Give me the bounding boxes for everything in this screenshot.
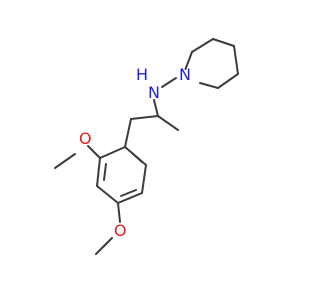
bond-ring-c3-c4 (117, 192, 143, 204)
bond-ring-c4-c5 (96, 185, 119, 204)
bond-ch2-ring (124, 118, 132, 148)
bond-ring-c2-c3 (141, 164, 147, 194)
bond-ring-double-3 (103, 163, 107, 181)
bond-ring-para-o (117, 202, 121, 223)
molecule-diagram: N N H O O (54, 38, 239, 255)
bonds (54, 38, 239, 255)
ortho-oxygen-label: O (79, 129, 92, 148)
bond-ring-ortho-o (87, 145, 101, 159)
bond-piperidine-c4-c5 (233, 45, 239, 75)
bond-para-o-methyl (95, 237, 113, 255)
amine-hydrogen-label: H (136, 65, 148, 84)
structure-svg: N N H O O (54, 38, 239, 255)
bond-ring-double-2 (120, 189, 137, 197)
bond-ring-c5-c6 (96, 157, 101, 187)
bond-nh-chiral-c (153, 99, 159, 117)
amine-nitrogen-label: N (148, 83, 160, 102)
bond-piperidine-c2-c3 (191, 38, 214, 53)
piperidine-nitrogen-label: N (179, 65, 191, 84)
bond-ring-double-1 (131, 152, 143, 163)
bond-n-n (161, 77, 177, 88)
bond-piperidine-c5-c6 (217, 73, 239, 89)
bond-ring-c6-c1 (99, 146, 126, 159)
bond-chiral-c-methyl (157, 115, 179, 131)
para-oxygen-label: O (114, 221, 127, 240)
bond-piperidine-n-c2 (184, 51, 193, 70)
bond-piperidine-c6-n (199, 82, 219, 89)
bond-chiral-c-ch2 (130, 115, 159, 120)
atom-labels: N N H O O (79, 65, 191, 240)
bond-ortho-o-methyl (54, 153, 76, 169)
bond-piperidine-c3-c4 (212, 38, 235, 47)
